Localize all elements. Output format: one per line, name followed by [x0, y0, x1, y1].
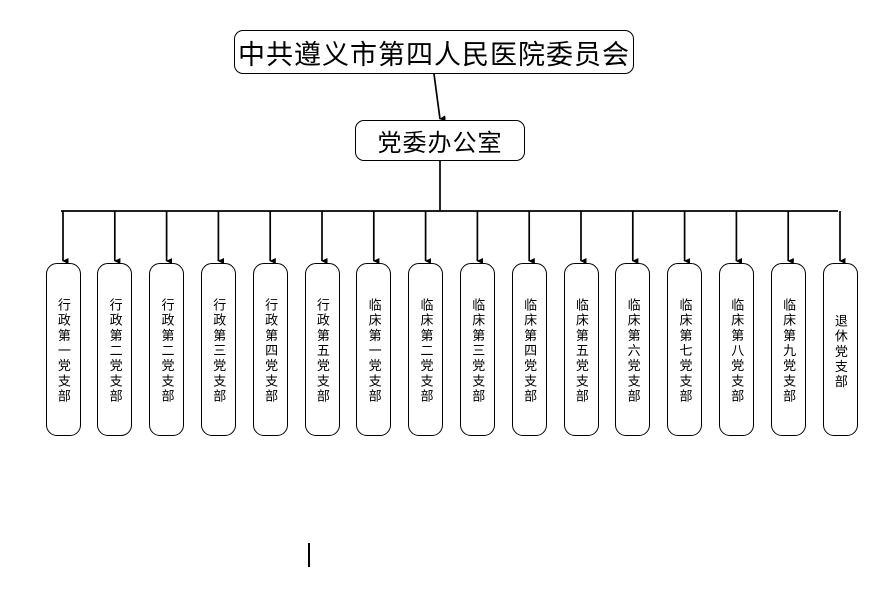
branch-node[interactable]: 临床第三党支部 — [459, 263, 495, 436]
branch-node[interactable]: 临床第八党支部 — [718, 263, 754, 436]
branch-node[interactable]: 临床第七党支部 — [667, 263, 703, 436]
office-node-label: 党委办公室 — [377, 131, 503, 157]
branch-node[interactable]: 行政第五党支部 — [304, 263, 340, 436]
branch-node-label: 临床第六党支部 — [625, 298, 641, 405]
root-node-party-committee[interactable]: 中共遵义市第四人民医院委员会 — [234, 30, 634, 74]
branch-node-label: 行政第四党支部 — [263, 298, 279, 405]
branch-node-label: 临床第九党支部 — [781, 298, 797, 405]
branch-node[interactable]: 行政第一党支部 — [45, 263, 81, 436]
office-node-party-committee-office[interactable]: 党委办公室 — [355, 120, 525, 161]
branch-node[interactable]: 行政第二党支部 — [97, 263, 133, 436]
branch-node-label: 行政第五党支部 — [314, 298, 330, 405]
branch-node-label: 临床第五党支部 — [573, 298, 589, 405]
branch-node-label: 退休党支部 — [832, 313, 848, 390]
branch-node-label: 行政第三党支部 — [211, 298, 227, 405]
branch-node-label: 临床第四党支部 — [522, 298, 538, 405]
text-caret — [308, 543, 310, 567]
branch-node[interactable]: 临床第五党支部 — [563, 263, 599, 436]
branch-node-label: 临床第七党支部 — [677, 298, 693, 405]
branch-node-label: 临床第一党支部 — [366, 298, 382, 405]
branch-node[interactable]: 临床第九党支部 — [770, 263, 806, 436]
branch-node[interactable]: 临床第四党支部 — [511, 263, 547, 436]
branch-node[interactable]: 行政第二党支部 — [149, 263, 185, 436]
branch-node[interactable]: 行政第三党支部 — [200, 263, 236, 436]
branch-node[interactable]: 行政第四党支部 — [252, 263, 288, 436]
branch-node-label: 临床第三党支部 — [470, 298, 486, 405]
branch-node-label: 行政第二党支部 — [159, 298, 175, 405]
branch-node[interactable]: 退休党支部 — [822, 263, 858, 436]
branch-node-label: 临床第二党支部 — [418, 298, 434, 405]
branch-node-label: 行政第一党支部 — [55, 298, 71, 405]
root-node-label: 中共遵义市第四人民医院委员会 — [238, 39, 630, 70]
branch-node-label: 临床第八党支部 — [729, 298, 745, 405]
branch-node[interactable]: 临床第一党支部 — [356, 263, 392, 436]
branch-node[interactable]: 临床第六党支部 — [615, 263, 651, 436]
branch-node[interactable]: 临床第二党支部 — [408, 263, 444, 436]
branch-node-label: 行政第二党支部 — [107, 298, 123, 405]
